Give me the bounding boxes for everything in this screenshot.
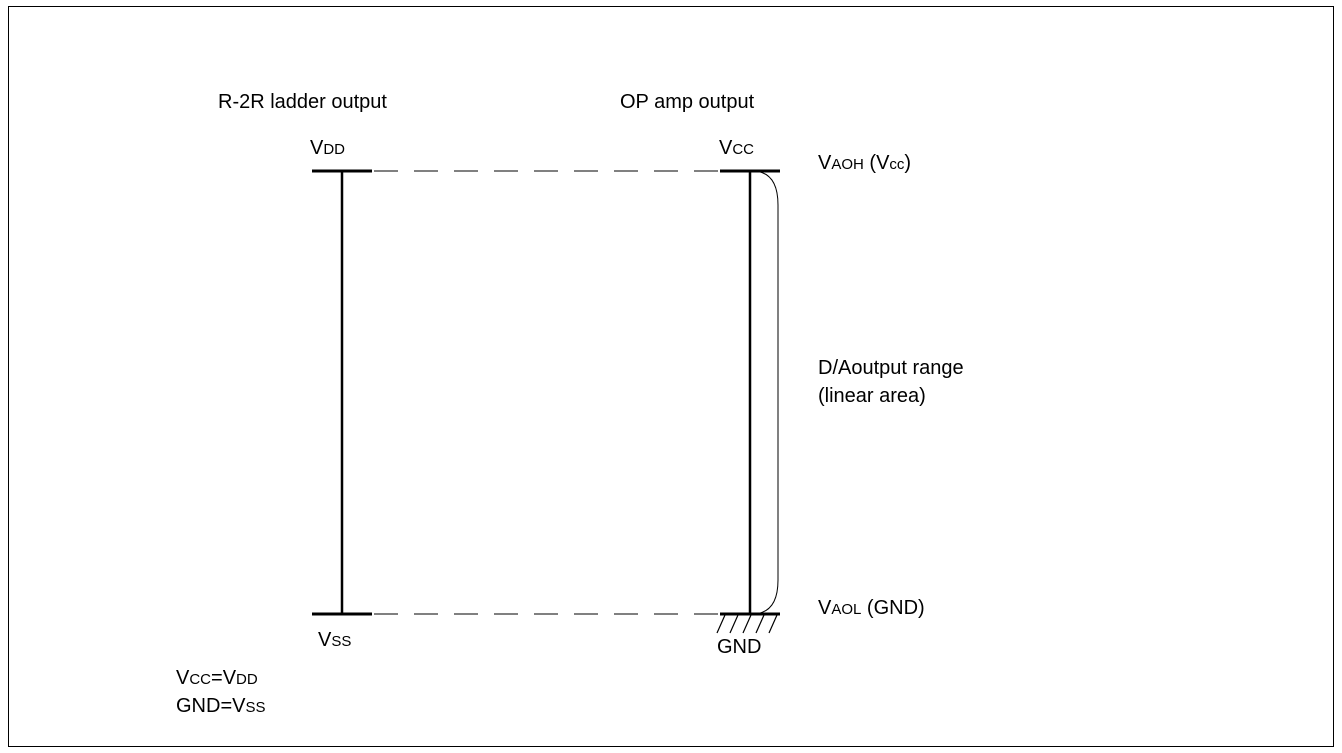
ladder-output-header: R-2R ladder output	[218, 91, 387, 113]
vcc-label: VCC	[719, 137, 755, 159]
note-vcc-vdd: VCC=VDD	[176, 667, 258, 689]
range-label-line2: (linear area)	[818, 385, 926, 407]
ground-symbol	[716, 614, 778, 634]
range-label-line1: D/Aoutput range	[818, 357, 964, 379]
note-gnd-vss: GND=VSS	[176, 695, 266, 717]
vss-label: VSS	[318, 629, 352, 651]
diagram-frame	[8, 6, 1334, 747]
opamp-output-header: OP amp output	[620, 91, 755, 113]
vaol-label: VAOL (GND)	[818, 597, 925, 619]
range-bracket	[751, 170, 779, 615]
gnd-label: GND	[717, 636, 762, 658]
vdd-label: VDD	[310, 137, 346, 159]
vaoh-label: VAOH (Vcc)	[818, 152, 912, 174]
